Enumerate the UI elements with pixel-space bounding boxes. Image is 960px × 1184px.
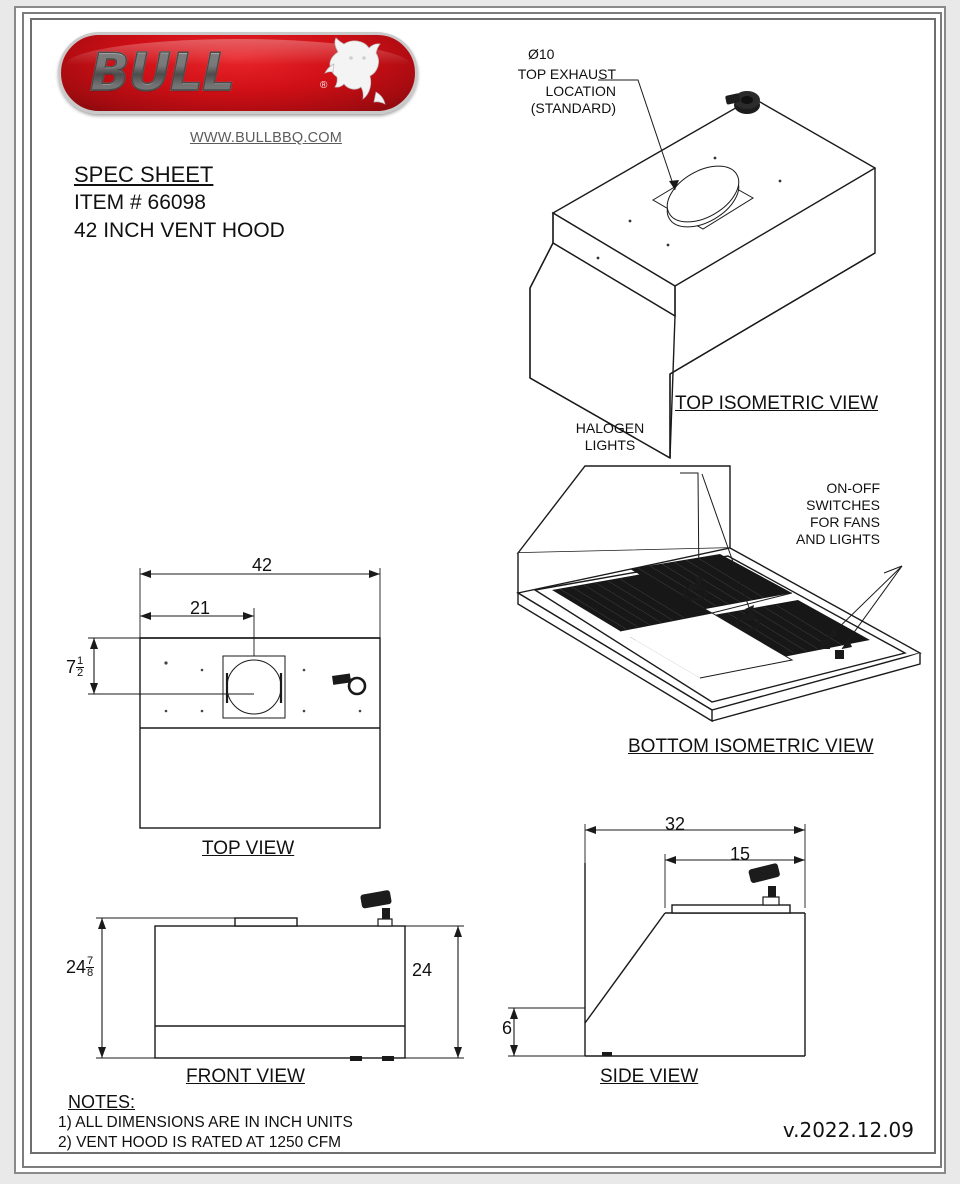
side-view-top-flat-dimension: 15 <box>730 844 751 864</box>
top-exhaust-callout-line4: (STANDARD) <box>530 100 616 116</box>
front-overall-denominator: 8 <box>87 967 94 980</box>
version-label: v.2022.12.09 <box>782 1118 914 1142</box>
top-isometric-drawing <box>529 79 877 460</box>
front-view-connector-icon <box>360 890 393 927</box>
switches-callout-line1: ON-OFF <box>826 480 880 496</box>
page-title: SPEC SHEET <box>74 162 214 187</box>
website-url[interactable]: WWW.BULLBBQ.COM <box>190 130 343 146</box>
top-depth-whole: 7 <box>66 656 77 677</box>
bull-mascot-icon <box>324 37 386 105</box>
note-item-1: 1) ALL DIMENSIONS ARE IN INCH UNITS <box>58 1114 353 1131</box>
notes-title: NOTES: <box>68 1092 136 1112</box>
header-block: SPEC SHEET ITEM # 66098 42 INCH VENT HOO… <box>74 160 494 245</box>
halogen-callout-line2: LIGHTS <box>584 437 636 453</box>
halogen-callout-line1: HALOGEN <box>575 420 645 436</box>
electrical-connector-icon <box>725 91 760 114</box>
registered-trademark-icon: ® <box>320 80 328 91</box>
on-off-switch-icons <box>821 640 844 659</box>
switches-callout-line2: SWITCHES <box>806 497 880 513</box>
switches-callout-line3: FOR FANS <box>809 514 880 530</box>
drawing-canvas: BULL ® WWW.BULLBBQ.COM SPEC SHEET ITEM #… <box>30 18 936 1154</box>
switches-callout-line4: AND LIGHTS <box>795 531 880 547</box>
side-view-depth-dimension: 32 <box>665 814 686 834</box>
bottom-isometric-view-label: BOTTOM ISOMETRIC VIEW <box>628 736 874 757</box>
halogen-lights-callout: HALOGEN LIGHTS <box>550 420 670 454</box>
top-depth-denominator: 2 <box>77 667 84 680</box>
notes-block: NOTES: 1) ALL DIMENSIONS ARE IN INCH UNI… <box>58 1092 478 1153</box>
diameter-callout: Ø10 <box>528 46 555 62</box>
top-view-connector-icon <box>332 673 367 696</box>
top-isometric-view-label: TOP ISOMETRIC VIEW <box>675 393 879 414</box>
logo-wordmark: BULL <box>89 42 330 104</box>
bull-logo: BULL ® <box>58 32 418 114</box>
side-view-lower-face-dimension: 6 <box>502 1018 513 1038</box>
front-overall-whole: 24 <box>66 956 87 977</box>
top-exhaust-callout-line2: TOP EXHAUST <box>517 66 616 82</box>
front-view-label: FRONT VIEW <box>186 1066 305 1087</box>
top-view-center-dimension: 21 <box>190 598 211 618</box>
top-view-width-dimension: 42 <box>252 555 273 575</box>
top-view-label: TOP VIEW <box>202 838 295 859</box>
product-name: 42 INCH VENT HOOD <box>74 219 285 242</box>
item-number: ITEM # 66098 <box>74 191 206 214</box>
halogen-light-fixtures <box>682 584 761 631</box>
bottom-isometric-drawing <box>516 465 922 723</box>
on-off-switches-callout: ON-OFF SWITCHES FOR FANS AND LIGHTS <box>750 480 880 548</box>
front-view-drawing <box>96 890 464 1061</box>
side-view-drawing <box>508 824 806 1057</box>
front-view-height-dimension: 24 <box>412 960 433 980</box>
top-view-drawing <box>88 568 381 829</box>
top-depth-numerator: 1 <box>76 655 85 669</box>
front-overall-numerator: 7 <box>86 955 95 969</box>
side-view-connector-icon <box>748 863 780 906</box>
top-exhaust-callout-line3: LOCATION <box>545 83 616 99</box>
note-item-2: 2) VENT HOOD IS RATED AT 1250 CFM <box>58 1134 342 1151</box>
side-view-label: SIDE VIEW <box>600 1066 699 1087</box>
top-exhaust-callout: TOP EXHAUST LOCATION (STANDARD) <box>486 66 616 117</box>
